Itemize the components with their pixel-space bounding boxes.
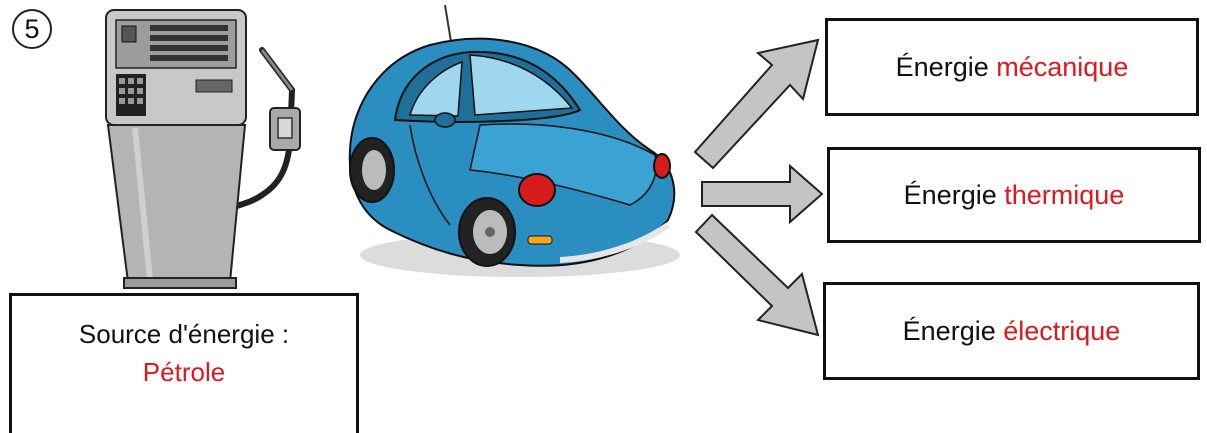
energy-type: mécanique — [996, 52, 1128, 83]
arrow-to-mecanique — [695, 40, 818, 168]
energy-box-mecanique: Énergie mécanique — [825, 18, 1199, 116]
energy-prefix: Énergie — [903, 316, 996, 347]
fuel-pump-icon — [106, 10, 300, 288]
source-value: Pétrole — [143, 353, 225, 391]
arrow-to-electrique — [696, 215, 818, 335]
source-label: Source d'énergie : — [79, 315, 289, 353]
energy-prefix: Énergie — [896, 52, 989, 83]
energy-prefix: Énergie — [904, 180, 997, 211]
energy-type: thermique — [1004, 180, 1124, 211]
car-icon — [350, 5, 680, 277]
energy-box-electrique: Énergie électrique — [823, 282, 1200, 380]
energy-source-box: Source d'énergie : Pétrole — [9, 293, 359, 433]
energy-box-thermique: Énergie thermique — [827, 147, 1201, 243]
arrow-to-thermique — [702, 166, 822, 222]
energy-type: électrique — [1003, 316, 1120, 347]
